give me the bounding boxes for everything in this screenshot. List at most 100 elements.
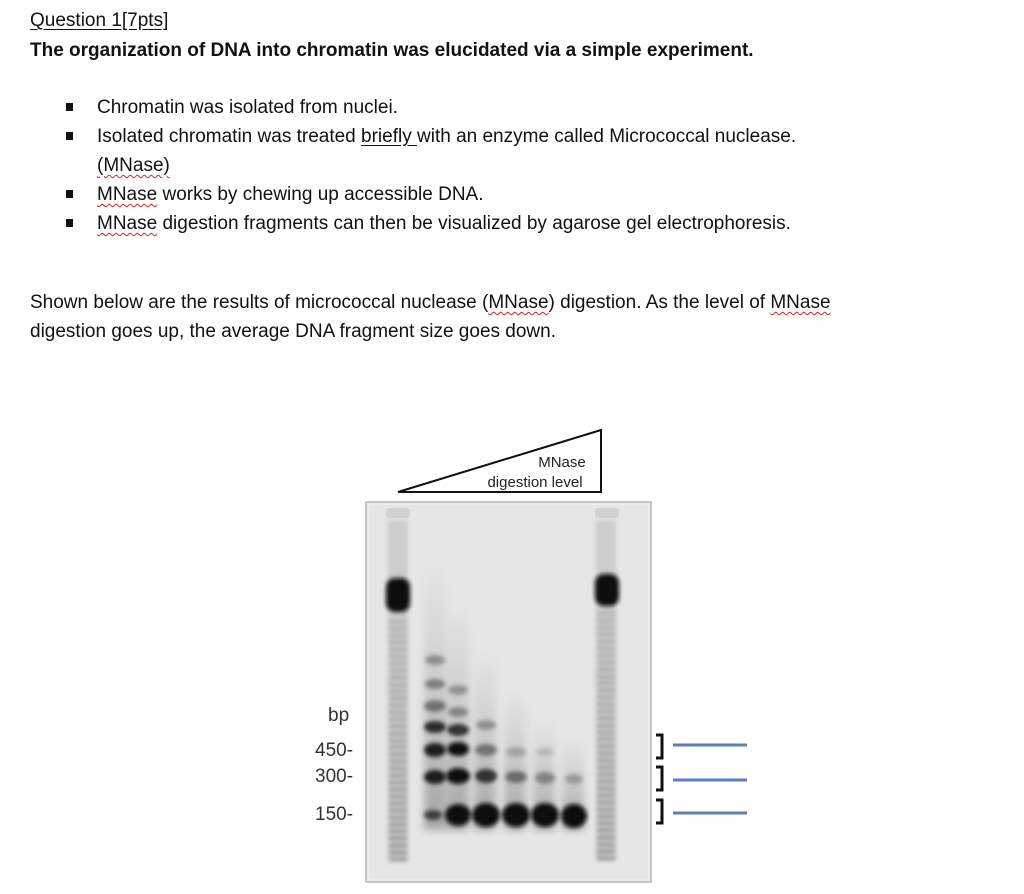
nucleosome-band [536,748,554,756]
spellcheck-flagged-word: MNase [488,292,549,313]
ladder-rung [597,619,615,622]
bullet-item: Isolated chromatin was treated briefly w… [30,122,990,151]
paragraph-text: digestion goes up, the average DNA fragm… [30,321,556,342]
ladder-rung [597,787,615,790]
nucleosome-band [475,769,497,783]
nucleosome-band [448,685,468,695]
bullet-continuation: (MNase) [30,151,990,180]
ladder-rung [597,766,615,769]
spellcheck-flagged-word: MNase [770,292,831,313]
question-heading: Question 1[7pts] [30,10,169,31]
ladder-rung [389,844,407,847]
nucleosome-band [446,768,470,784]
size-marker-label: 450- [315,740,353,761]
ladder-rung [389,725,407,728]
nucleosome-band [424,810,442,820]
ladder-rung [597,710,615,713]
ladder-rung [389,795,407,798]
ladder-rung [389,774,407,777]
ladder-rung [389,620,407,623]
size-marker-label: 150- [315,804,353,825]
nucleosome-band [445,804,471,826]
ladder-rung [597,794,615,797]
ladder-rung [597,822,615,825]
nucleosome-band [506,747,526,757]
ladder-rung [597,836,615,839]
ladder-rung [389,851,407,854]
ladder-rung [389,704,407,707]
ladder-rung [597,773,615,776]
nucleosome-band [561,804,587,828]
nucleosome-band [472,803,500,827]
ladder-rung [389,669,407,672]
ladder-rung [389,753,407,756]
ladder-rung [389,781,407,784]
bullet-item: MNase works by chewing up accessible DNA… [30,180,990,209]
ladder-rungs [389,612,615,861]
ladder-rung [597,612,615,615]
nucleosome-band [447,742,469,756]
ladder-rung [389,697,407,700]
ladder-rung [597,682,615,685]
ladder-band-top [595,574,619,606]
ladder-rung [597,829,615,832]
nucleosome-band [424,700,446,712]
ladder-rung [597,626,615,629]
sample-lane-smear [474,650,496,830]
ladder-rung [597,654,615,657]
digestion-level-triangle [397,428,602,493]
ladder-rung [597,633,615,636]
ladder-rung [389,760,407,763]
triangle-label-line1: MNase [538,454,586,471]
ladder-rung [389,683,407,686]
gel-well [595,508,619,518]
ladder-rung [389,858,407,861]
ladder-rung [597,801,615,804]
bullet-item: Chromatin was isolated from nuclei. [30,93,990,122]
ladder-rung [389,718,407,721]
ladder-rung [597,731,615,734]
size-marker-label: 300- [315,766,353,787]
question-title: The organization of DNA into chromatin w… [30,40,754,61]
bullet-text: with an enzyme called Micrococcal nuclea… [417,126,797,147]
ladder-rung [597,780,615,783]
band-bracket [656,765,664,792]
triangle-label-line2: digestion level [487,474,582,491]
paragraph-text: ) digestion. As the level of [548,292,771,313]
nucleosome-band [531,803,559,827]
ladder-rung [597,843,615,846]
ladder-rung [389,690,407,693]
bullet-square-icon [66,219,73,227]
nucleosome-band [476,720,496,730]
bullet-text: Chromatin was isolated from nuclei. [97,97,398,118]
ladder-rung [389,767,407,770]
ladder-rung [597,850,615,853]
bullet-item: MNase digestion fragments can then be vi… [30,209,990,238]
ladder-rung [597,647,615,650]
bullet-list: Chromatin was isolated from nuclei. Isol… [30,93,990,238]
sample-lane-smear [504,690,526,830]
nucleosome-band [448,707,468,717]
nucleosome-band [447,724,469,736]
ladder-rung [597,745,615,748]
ladder-rung [389,837,407,840]
ladder-band-top [386,578,410,612]
nucleosome-band [565,774,583,784]
ladder-rung [597,738,615,741]
ladder-rung [389,648,407,651]
nucleosome-band [502,803,530,827]
band-bracket [656,733,664,760]
sample-lane-smear [424,560,446,830]
results-paragraph: Shown below are the results of micrococc… [30,288,930,346]
ladder-rung [389,816,407,819]
ladder-rung [597,661,615,664]
spellcheck-flagged-word: MNase [97,213,158,234]
nucleosome-band [425,679,445,689]
ladder-rung [597,675,615,678]
ladder-rung [389,676,407,679]
ladder-rung [597,717,615,720]
ladder-rung [389,802,407,805]
ladder-rung [389,732,407,735]
nucleosome-band [424,721,446,733]
